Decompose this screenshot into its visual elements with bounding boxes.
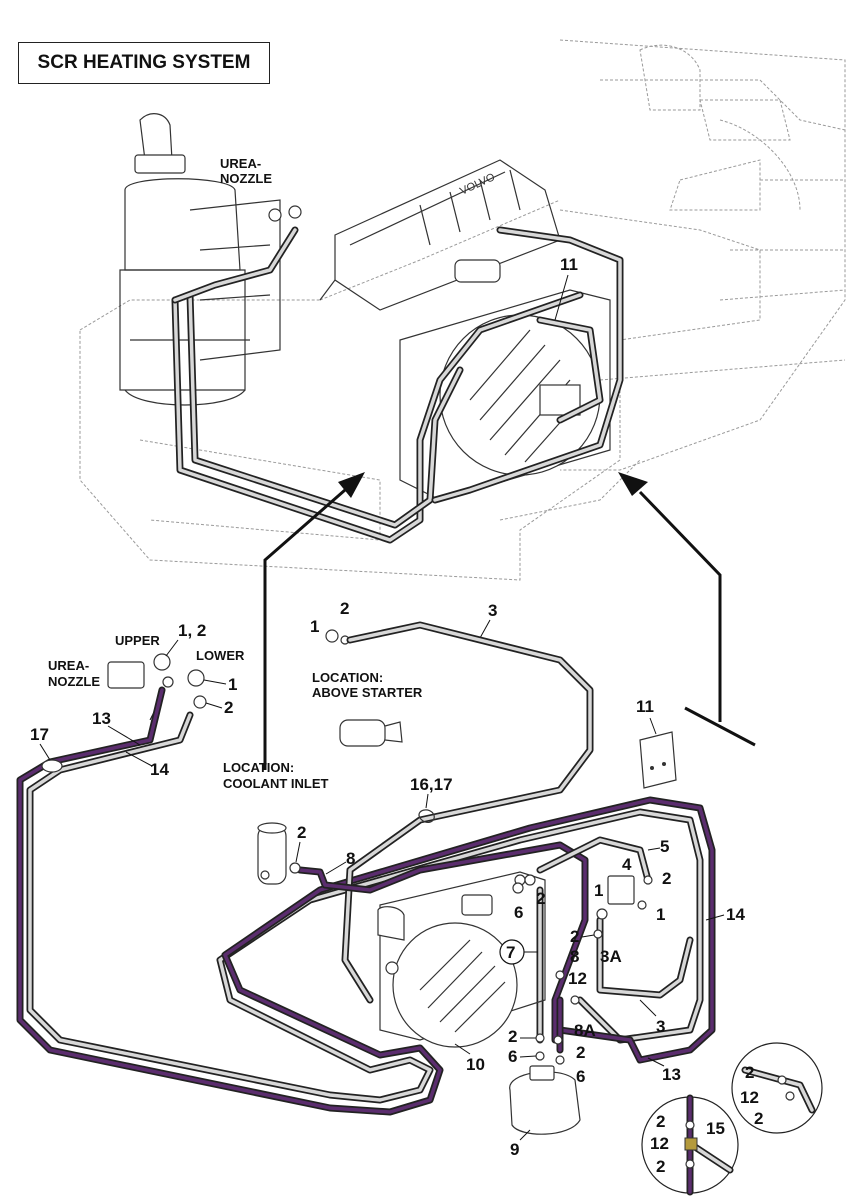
label-urea-nozzle-side-2: NOZZLE bbox=[48, 674, 100, 689]
callout-17: 17 bbox=[30, 725, 49, 744]
callout-4: 4 bbox=[622, 855, 632, 874]
callout-8a: 8A bbox=[574, 1021, 596, 1040]
urea-tank-upper bbox=[399, 289, 611, 501]
callout-3-b: 3 bbox=[656, 1017, 665, 1036]
callout-2-r1: 2 bbox=[662, 869, 671, 888]
callout-11-top: 11 bbox=[560, 255, 578, 274]
heating-valve bbox=[596, 875, 653, 920]
callout-2-lower: 2 bbox=[224, 698, 233, 717]
callout-6-b: 6 bbox=[508, 1047, 517, 1066]
label-urea-nozzle-side: UREA- bbox=[48, 658, 89, 673]
callout-8-b: 8 bbox=[570, 947, 579, 966]
callout-2-coolant: 2 bbox=[297, 823, 306, 842]
starter-detail bbox=[325, 629, 403, 747]
label-location-starter: LOCATION: bbox=[312, 670, 383, 685]
lower-hoses bbox=[16, 621, 716, 1116]
callout-2-c: 2 bbox=[508, 1027, 517, 1046]
urea-tank-lower bbox=[377, 871, 546, 1048]
callout-1-starter: 1 bbox=[310, 617, 319, 636]
callout-2-b: 2 bbox=[570, 927, 579, 946]
callout-14-left: 14 bbox=[150, 760, 169, 779]
label-upper: UPPER bbox=[115, 633, 160, 648]
control-module bbox=[639, 731, 677, 789]
callout-2-a: 2 bbox=[536, 889, 545, 908]
detail1-callout-2-a: 2 bbox=[745, 1063, 754, 1082]
callout-1-r2: 1 bbox=[656, 905, 665, 924]
detail2-callout-12: 12 bbox=[650, 1134, 669, 1153]
callout-12-a: 12 bbox=[568, 969, 587, 988]
label-urea-nozzle-top: UREA- bbox=[220, 156, 261, 171]
callout-16-17: 16,17 bbox=[410, 775, 453, 794]
callout-14-right: 14 bbox=[726, 905, 745, 924]
fittings bbox=[512, 882, 603, 1065]
label-location-starter-2: ABOVE STARTER bbox=[312, 685, 423, 700]
exhaust-aftertreatment bbox=[119, 113, 281, 406]
coolant-inlet-valve bbox=[257, 822, 301, 885]
callout-13-b: 13 bbox=[662, 1065, 681, 1084]
callout-13-left: 13 bbox=[92, 709, 111, 728]
callout-2-d: 2 bbox=[576, 1043, 585, 1062]
detail-circle-1 bbox=[731, 1042, 823, 1134]
callout-3a: 3A bbox=[600, 947, 622, 966]
label-location-coolant-2: COOLANT INLET bbox=[223, 776, 328, 791]
starter-motor bbox=[454, 259, 501, 283]
urea-nozzle-detail bbox=[107, 653, 207, 721]
detail2-callout-2-b: 2 bbox=[656, 1157, 665, 1176]
callout-1-2: 1, 2 bbox=[178, 621, 206, 640]
diagram-title: SCR HEATING SYSTEM bbox=[18, 42, 270, 84]
vehicle-frame bbox=[79, 39, 846, 581]
callout-3-top: 3 bbox=[488, 601, 497, 620]
pointer-arrows bbox=[263, 472, 756, 770]
detail1-callout-12: 12 bbox=[740, 1088, 759, 1107]
callout-9: 9 bbox=[510, 1140, 519, 1159]
callout-6-a: 6 bbox=[514, 903, 523, 922]
callout-1-r1: 1 bbox=[594, 881, 603, 900]
callout-6-c: 6 bbox=[576, 1067, 585, 1086]
label-location-coolant: LOCATION: bbox=[223, 760, 294, 775]
callout-7: 7 bbox=[506, 943, 515, 962]
callout-8-coolant: 8 bbox=[346, 849, 355, 868]
detail2-callout-15: 15 bbox=[706, 1119, 725, 1138]
upper-hoses bbox=[171, 205, 624, 544]
callout-11-module: 11 bbox=[636, 697, 654, 716]
label-urea-nozzle-top-2: NOZZLE bbox=[220, 171, 272, 186]
callout-2-starter: 2 bbox=[340, 599, 349, 618]
label-lower: LOWER bbox=[196, 648, 245, 663]
pump bbox=[509, 1065, 581, 1135]
callout-10: 10 bbox=[466, 1055, 485, 1074]
callout-1-upper: 1 bbox=[228, 675, 237, 694]
detail1-callout-2-b: 2 bbox=[754, 1109, 763, 1128]
detail-circle-2 bbox=[641, 1094, 739, 1196]
svg-text:VOLVO: VOLVO bbox=[458, 171, 497, 198]
callout-5: 5 bbox=[660, 837, 669, 856]
detail2-callout-2-a: 2 bbox=[656, 1112, 665, 1131]
clamps bbox=[41, 759, 435, 824]
